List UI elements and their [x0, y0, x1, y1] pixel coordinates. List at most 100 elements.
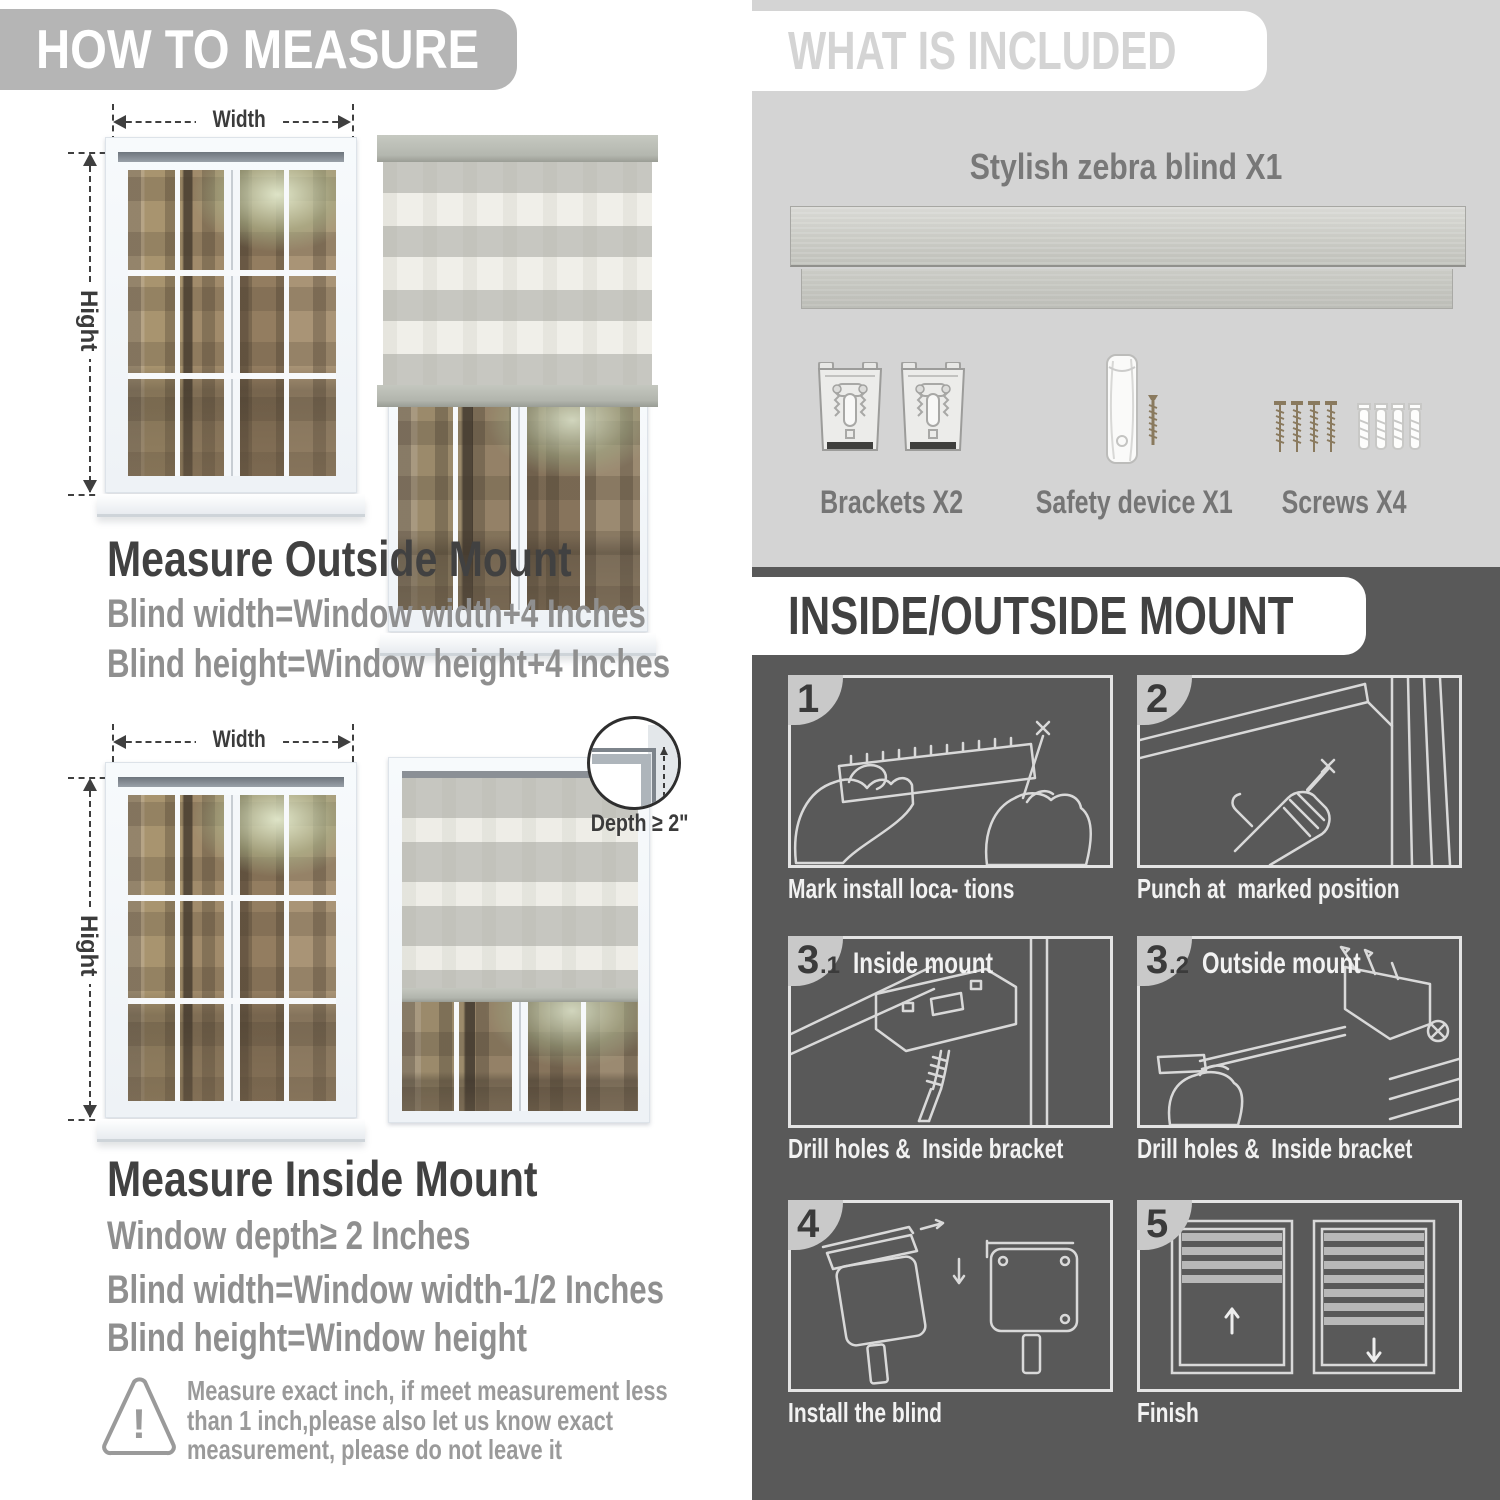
blind-fabric [402, 778, 638, 988]
window-sill [380, 633, 656, 653]
how-to-measure-header: HOW TO MEASURE [0, 9, 517, 90]
zebra-blind-inside [388, 757, 650, 1123]
mount-panel: INSIDE/OUTSIDE MOUNT 1 Mark install loca… [752, 567, 1500, 1500]
bracket-icon [817, 362, 883, 451]
width-tick-right [352, 104, 354, 142]
headrail-top [790, 206, 1466, 267]
depth-label: Depth ≥ 2" [591, 810, 689, 837]
inside-outside-mount-header: INSIDE/OUTSIDE MOUNT [752, 577, 1366, 655]
muntin [128, 270, 336, 276]
muntin [128, 895, 336, 901]
inside-mount-line2: Blind width=Window width-1/2 Inches [107, 1268, 664, 1312]
blind-fabric [383, 162, 652, 385]
zebra-blind-outside [368, 135, 660, 653]
step-number: 2 [1137, 675, 1192, 725]
arrowhead [113, 115, 126, 129]
muntin [284, 170, 289, 476]
window-behind-blind [380, 395, 656, 653]
screws-label: Screws X4 [1281, 484, 1407, 520]
install-blind-drawing [821, 1218, 1079, 1385]
frame-shadow [402, 771, 638, 778]
center-mullion [224, 795, 240, 1101]
arrowhead [83, 480, 97, 493]
muntin [175, 795, 180, 1101]
zebra-blind-label: Stylish zebra blind X1 [969, 146, 1283, 187]
blind-bottom-rail [402, 988, 638, 1002]
arrowhead [338, 115, 351, 129]
outside-mount-label: Outside mount [1202, 947, 1361, 980]
window-top-recess [118, 777, 344, 787]
outside-bracket-drawing [1156, 945, 1459, 1125]
safety-device-icon [1106, 354, 1158, 464]
center-mullion [511, 404, 527, 610]
finish-drawing [1170, 1219, 1436, 1375]
muntin [128, 998, 336, 1004]
inside-mount-title: Measure Inside Mount [107, 1151, 538, 1207]
window-lower-glass [402, 1002, 638, 1111]
blind-cassette [377, 135, 658, 162]
height-label-2: Hight [74, 907, 102, 985]
outside-mount-line2: Blind height=Window height+4 Inches [107, 642, 671, 686]
arrowhead [83, 153, 97, 166]
step-box-2: 2 [1137, 675, 1462, 868]
what-is-included-header: WHAT IS INCLUDED [752, 11, 1267, 91]
outside-mount-title: Measure Outside Mount [107, 531, 572, 587]
blind-bottom-rail [377, 385, 658, 407]
muntin [453, 404, 458, 610]
step-box-3-1: 3.1 Inside mount [788, 936, 1113, 1128]
center-mullion [512, 1002, 528, 1111]
step-caption-3-1: Drill holes & Inside bracket [788, 1133, 1064, 1164]
muntin [128, 373, 336, 379]
step-caption-4: Install the blind [788, 1397, 943, 1428]
arrowhead [338, 735, 351, 749]
muntin [175, 170, 180, 476]
inside-mount-line3: Blind height=Window height [107, 1316, 528, 1360]
window-sill [97, 494, 365, 514]
arrowhead [83, 1105, 97, 1118]
step-number: 4 [788, 1200, 843, 1250]
step-caption-1: Mark install loca- tions [788, 873, 1015, 904]
step-box-5: 5 [1137, 1200, 1462, 1392]
window-photo-inside [97, 762, 365, 1139]
included-panel: WHAT IS INCLUDED Stylish zebra blind X1 [752, 0, 1500, 567]
muntin [580, 404, 585, 610]
width-tick-right [352, 724, 354, 762]
muntin [284, 795, 289, 1101]
inside-mount-label: Inside mount [853, 947, 994, 980]
window-top-recess [118, 152, 344, 162]
muntin [581, 1002, 586, 1111]
bracket-icon [900, 362, 966, 451]
svg-text:!: ! [132, 1400, 146, 1447]
brackets-label: Brackets X2 [820, 484, 964, 520]
headrail-front [801, 269, 1453, 309]
step-caption-2: Punch at marked position [1137, 873, 1400, 904]
outside-mount-line1: Blind width=Window width+4 Inches [107, 592, 646, 636]
window-sill [97, 1119, 365, 1139]
step-number: 5 [1137, 1200, 1192, 1250]
width-label-1: Width [196, 106, 283, 134]
screws-icon [1274, 401, 1422, 452]
inside-mount-line1: Window depth≥ 2 Inches [107, 1214, 471, 1258]
arrowhead [83, 778, 97, 791]
punch-drill-drawing [1140, 678, 1452, 865]
safety-device-label: Safety device X1 [1035, 484, 1233, 520]
step-number: 3.2 [1137, 936, 1192, 986]
step-box-4: 4 [788, 1200, 1113, 1392]
depth-magnifier [587, 716, 681, 810]
width-label-2: Width [196, 726, 283, 754]
step-caption-3-2: Drill holes & Inside bracket [1137, 1133, 1413, 1164]
window-photo-outside [97, 137, 365, 514]
height-label-1: Hight [74, 282, 102, 360]
mark-locations-drawing [793, 720, 1092, 865]
step-box-1: 1 [788, 675, 1113, 868]
center-mullion [224, 170, 240, 476]
warning-text: Measure exact inch, if meet measurement … [187, 1375, 668, 1465]
step-box-3-2: 3.2 Outside mount [1137, 936, 1462, 1128]
step-number: 1 [788, 675, 843, 725]
warning-triangle-icon: ! [102, 1377, 176, 1456]
muntin [454, 1002, 459, 1111]
arrowhead [113, 735, 126, 749]
step-caption-5: Finish [1137, 1397, 1199, 1428]
step-number: 3.1 [788, 936, 843, 986]
